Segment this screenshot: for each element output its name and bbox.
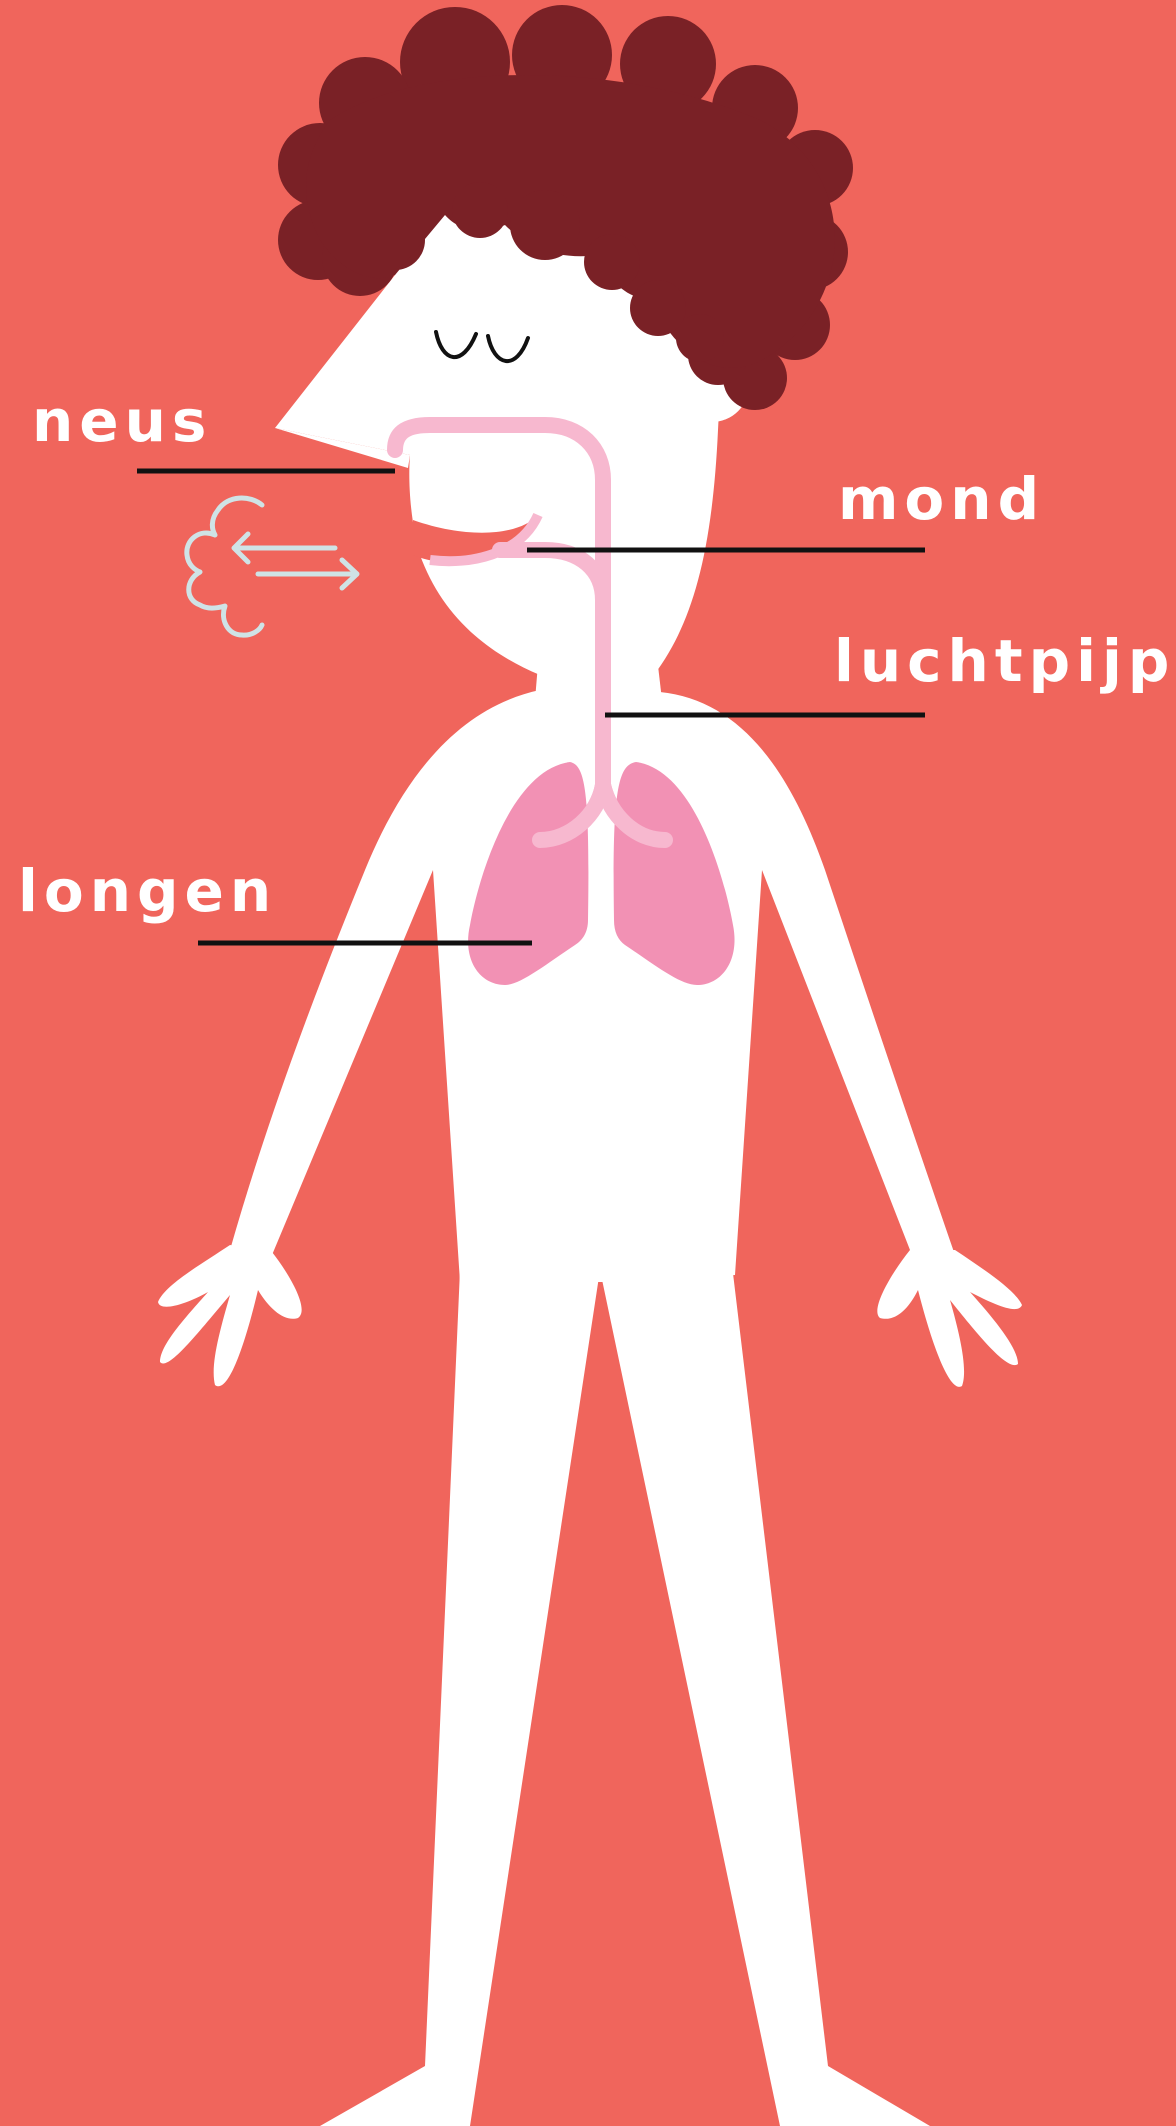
label-longen: longen: [18, 862, 277, 920]
label-neus: neus: [32, 392, 212, 450]
label-mond: mond: [838, 470, 1045, 528]
label-luchtpijp: luchtpijp: [834, 632, 1175, 690]
